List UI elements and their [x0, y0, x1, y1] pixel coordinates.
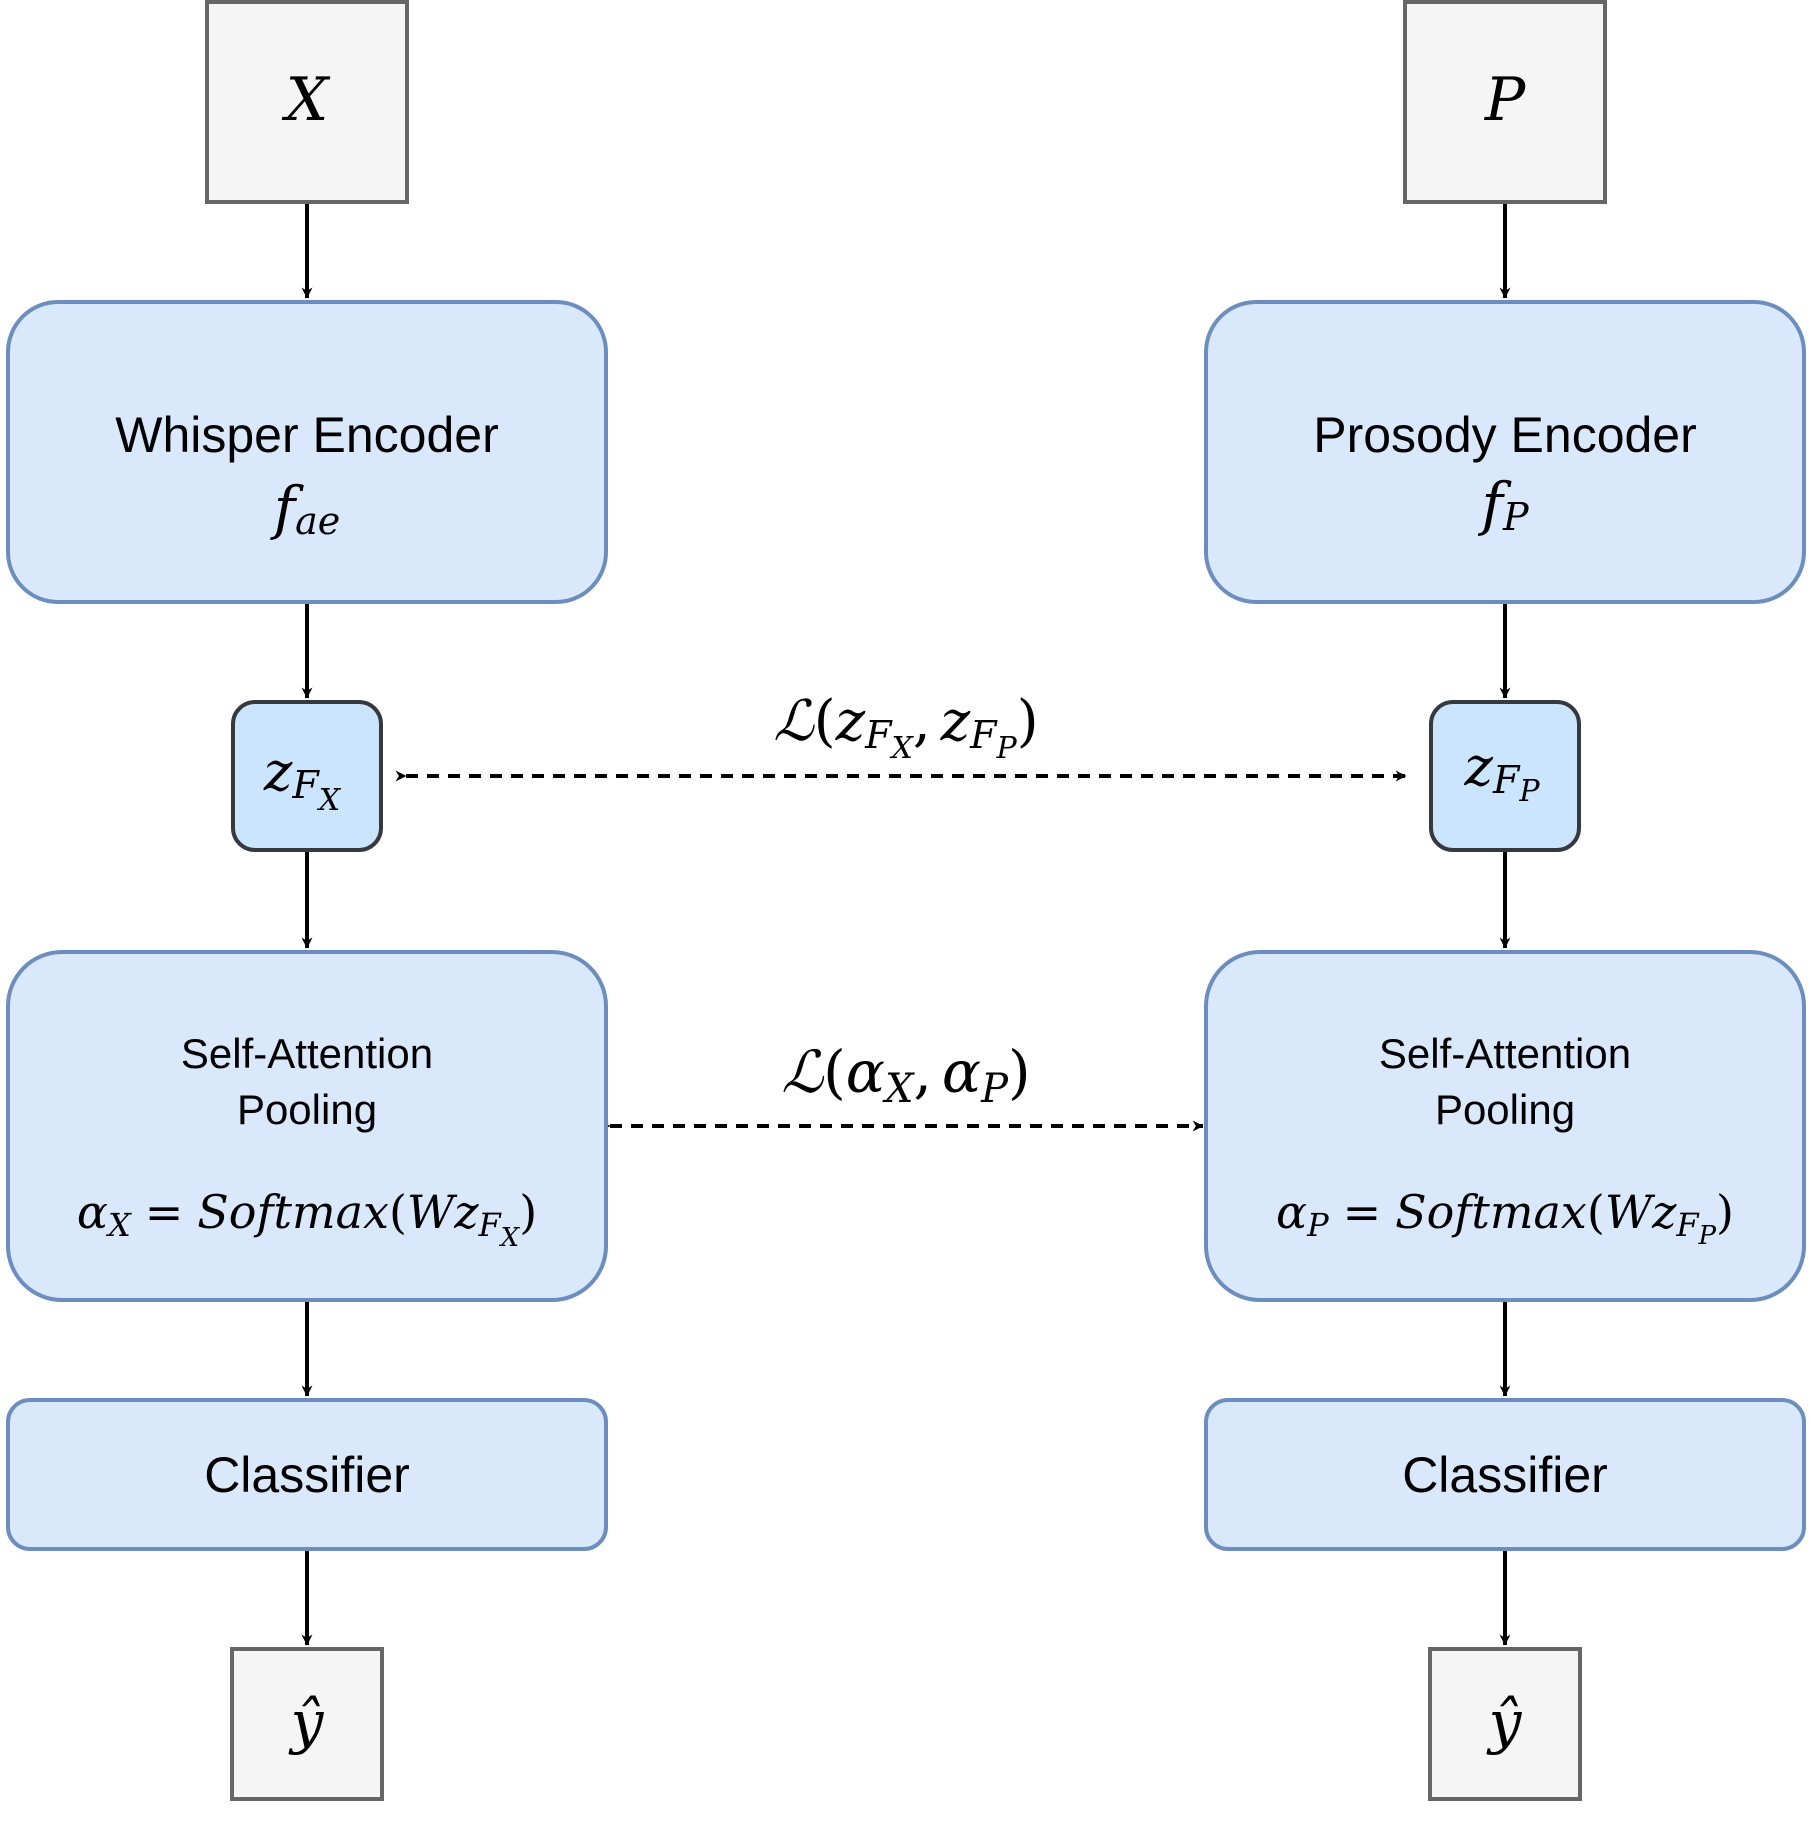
- whisper-encoder-title: Whisper Encoder: [115, 407, 499, 463]
- classifier-x-label: Classifier: [204, 1447, 410, 1503]
- latent-loss-label: ℒ(zFX,zFP): [773, 689, 1038, 766]
- latent-zfx-label: zFX: [263, 740, 342, 818]
- input-p-label: P: [1484, 65, 1527, 135]
- classifier-x-node: Classifier: [6, 1398, 608, 1551]
- latent-zfp-label: zFP: [1463, 735, 1540, 809]
- input-x-node: X: [205, 0, 409, 204]
- latent-zfx-node: zFX: [231, 700, 383, 852]
- output-p-label: ŷ: [1486, 1688, 1523, 1756]
- output-x-node: ŷ: [230, 1647, 384, 1801]
- pooling-p-node: Self-Attention Pooling αP=Softmax(WzFP): [1204, 950, 1806, 1302]
- attention-loss-label: ℒ(αX,αP): [781, 1038, 1030, 1112]
- classifier-p-label: Classifier: [1402, 1447, 1608, 1503]
- input-p-node: P: [1403, 0, 1607, 204]
- output-p-node: ŷ: [1428, 1647, 1582, 1801]
- whisper-encoder-node: Whisper Encoder fae: [6, 300, 608, 604]
- pooling-p-line2: Pooling: [1435, 1086, 1575, 1133]
- prosody-encoder-title: Prosody Encoder: [1313, 407, 1697, 463]
- input-x-label: X: [282, 65, 331, 135]
- prosody-encoder-node: Prosody Encoder fP: [1204, 300, 1806, 604]
- pooling-p-formula: αP=Softmax(WzFP): [1276, 1185, 1734, 1251]
- output-x-label: ŷ: [288, 1688, 325, 1756]
- pooling-x-node: Self-Attention Pooling αX=Softmax(WzFX): [6, 950, 608, 1302]
- pooling-x-line1: Self-Attention: [181, 1030, 433, 1077]
- pooling-p-line1: Self-Attention: [1379, 1030, 1631, 1077]
- classifier-p-node: Classifier: [1204, 1398, 1806, 1551]
- loss-edges: [395, 770, 1407, 1132]
- pooling-x-formula: αX=Softmax(WzFX): [77, 1185, 537, 1253]
- latent-zfp-node: zFP: [1429, 700, 1581, 852]
- pooling-x-line2: Pooling: [237, 1086, 377, 1133]
